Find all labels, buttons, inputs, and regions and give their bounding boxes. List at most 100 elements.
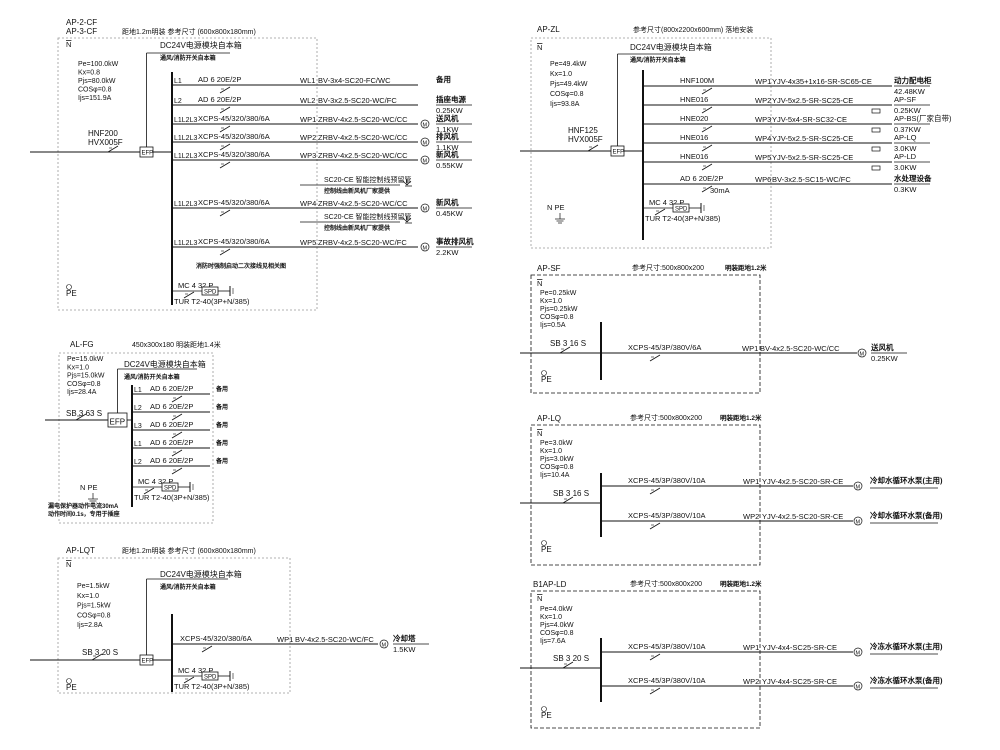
load-calc-line: Pe=1.5kW: [77, 583, 110, 590]
breaker-label: AD 6 20E/2P: [150, 420, 193, 429]
control-footnote: 消防时强制启动二次接线见相关图: [196, 262, 286, 270]
breaker-label: XCPS-45/320/380/6A: [198, 114, 270, 123]
breaker-label: AD 6 20E/2P: [680, 174, 723, 183]
n-pe-label: N PE: [80, 483, 98, 492]
breaker-contact-icon: [219, 209, 231, 217]
phase-label: L1L2L3: [174, 240, 197, 247]
breaker-contact-icon: [171, 395, 183, 403]
motor-symbol-label: M: [382, 642, 387, 648]
breaker-contact-icon: [649, 487, 661, 495]
phase-label: L2: [134, 405, 142, 412]
circuit-code: WP2: [743, 677, 759, 686]
pe-terminal: PE: [541, 370, 552, 384]
circuit-code: WP4: [300, 199, 316, 208]
load-name: 插座电源: [436, 94, 466, 104]
breaker-contact-icon: [701, 106, 713, 114]
circuit-code: WP1: [743, 643, 759, 652]
motor-icon: M: [420, 137, 430, 147]
load-name: AP-LD: [894, 152, 917, 161]
motor-symbol-label: M: [423, 122, 428, 128]
load-power: 0.25KW: [436, 106, 464, 115]
main-breaker-label: SB 3 63 S: [66, 409, 102, 418]
load-power: 1.1KW: [436, 143, 459, 152]
circuit-code: WP1: [743, 477, 759, 486]
phase-label: L1L2L3: [174, 201, 197, 208]
enclosure-outline: [530, 424, 761, 566]
circuit-code: WP3: [300, 151, 316, 160]
ground-icon: [555, 213, 565, 224]
breaker-label: XCPS-45/3P/380V/10A: [628, 476, 706, 485]
breaker-contact-icon: [171, 431, 183, 439]
breaker-contact-icon: [701, 144, 713, 152]
motor-icon: M: [379, 639, 389, 649]
breaker-contact-icon: [75, 413, 87, 421]
pe-label: PE: [66, 683, 77, 692]
cable-spec: BV-3x2.5-SC20-WC/FC: [318, 96, 397, 105]
load-calc-line: Ijs=0.5A: [540, 322, 566, 329]
cable-spec: BV-4x2.5-SC20-WC/CC: [760, 344, 840, 353]
circuit-code: WP5: [755, 153, 771, 162]
neutral-label: N: [66, 560, 71, 569]
breaker-label: XCPS-45/3P/380V/10A: [628, 511, 706, 520]
breaker-contact-icon: [701, 87, 713, 95]
breaker-contact-icon: [219, 86, 231, 94]
breaker-contact-icon: [701, 163, 713, 171]
breaker-contact-icon: [219, 143, 231, 151]
efp-label: EFP: [142, 659, 154, 665]
pe-label: PE: [541, 375, 552, 384]
spd-model: TUR T2-40(3P+N/385): [645, 214, 721, 223]
breaker-contact-icon: [143, 487, 155, 495]
mounting-note: 明装距地1.2米: [720, 579, 762, 588]
load-calc-line: Ijs=28.4A: [67, 389, 97, 396]
breaker-contact-icon: [107, 145, 119, 153]
main-breaker-label: HNF125: [568, 126, 598, 135]
ground-icon: [88, 493, 98, 504]
breaker-contact-icon: [201, 645, 213, 653]
load-calc-line: Kx=1.0: [540, 614, 562, 621]
rcd-footnote: 动作时间0.1s，专用于插座: [48, 510, 120, 518]
cable-spec: YJV-4x35+1x16-SR-SC65-CE: [772, 77, 872, 86]
circuit-code: WP1: [755, 77, 771, 86]
cable-spec: BV-3x2.5-SC15-WC/FC: [772, 175, 851, 184]
load-name: AP-LQ: [894, 133, 917, 142]
breaker-label: AD 6 20E/2P: [150, 438, 193, 447]
load-name: 备用: [435, 74, 451, 84]
breaker-label: XCPS-45/320/380/6A: [198, 237, 270, 246]
load-calc-line: Pjs=1.5kW: [77, 603, 111, 610]
breaker-contact-icon: [649, 522, 661, 530]
load-name: 备用: [215, 421, 228, 429]
breaker-label: XCPS-45/320/380/6A: [198, 132, 270, 141]
main-breaker-label: SB 3 16 S: [550, 339, 586, 348]
load-calc-line: Kx=1.0: [67, 364, 89, 371]
breaker-label: HNE016: [680, 152, 708, 161]
pe-terminal-icon: [541, 706, 547, 712]
load-name: 事故排风机: [436, 236, 474, 246]
spd-breaker-label: MC 4 32 P: [178, 666, 213, 675]
load-calc-line: Kx=0.8: [78, 70, 100, 77]
pe-label: PE: [66, 289, 77, 298]
cable-spec: BV-3x4-SC20-FC/WC: [318, 76, 391, 85]
efp-label: EFP: [142, 151, 154, 157]
control-conduit-note: 控制线由新风机厂家提供: [324, 224, 390, 232]
load-name: 排风机: [436, 131, 459, 141]
dc24v-sub-label: 通风/消防开关自本箱: [124, 373, 180, 381]
breaker-label: XCPS-45/3P/380V/10A: [628, 676, 706, 685]
breaker-label: AD 6 20E/2P: [198, 75, 241, 84]
cable-spec: YJV-5x2.5-SR-SC25-CE: [772, 153, 853, 162]
load-power: 0.55KW: [436, 161, 464, 170]
load-calc-line: Pe=0.25kW: [540, 290, 577, 297]
